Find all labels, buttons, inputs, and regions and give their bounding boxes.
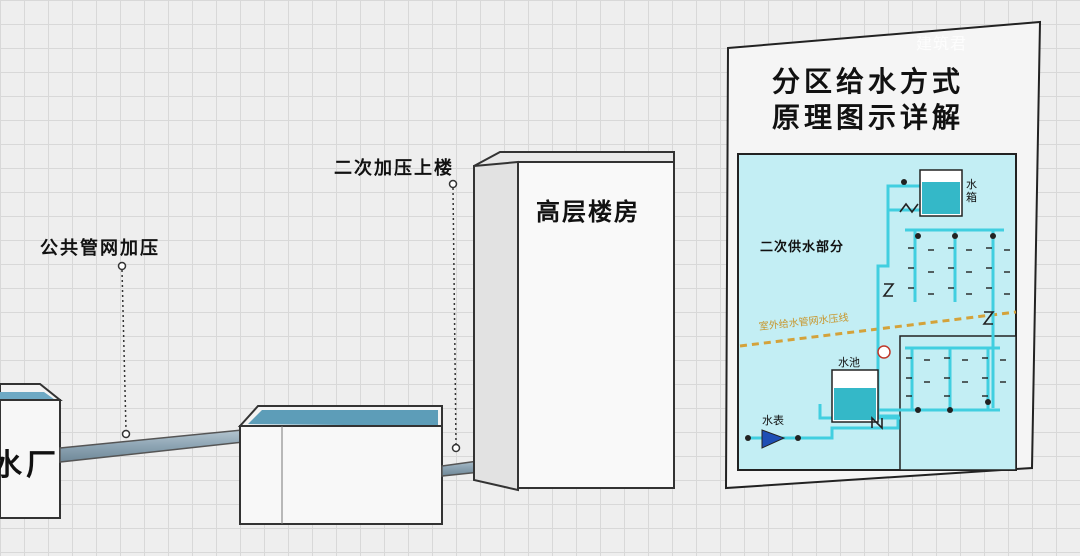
fixture-ticks	[906, 247, 1010, 397]
main-pipe	[59, 427, 266, 463]
label-secondary-supply: 二次供水部分	[760, 240, 845, 255]
pump-icon	[877, 345, 891, 359]
label-tank: 水箱	[966, 178, 977, 204]
label-building: 高层楼房	[536, 198, 640, 226]
watermark: 建筑君	[916, 34, 968, 53]
label-public-pressure: 公共管网加压	[40, 238, 160, 259]
panel-title-line1: 分区给水方式	[772, 65, 965, 98]
water-plant-box	[0, 383, 63, 519]
callout-public	[117, 261, 131, 439]
label-secondary-pressure: 二次加压上楼	[334, 158, 454, 179]
label-water-plant: 水厂	[0, 448, 60, 483]
schematic	[737, 153, 1017, 471]
check-valve-icons	[871, 202, 995, 430]
label-meter: 水表	[762, 414, 784, 427]
callout-secondary	[448, 179, 461, 453]
valve-icons	[745, 179, 996, 441]
meter-icon	[761, 429, 786, 449]
panel-title-line2: 原理图示详解	[772, 101, 965, 134]
label-pool: 水池	[838, 356, 860, 369]
high-rise-building	[473, 151, 675, 492]
pool-box	[237, 405, 443, 525]
